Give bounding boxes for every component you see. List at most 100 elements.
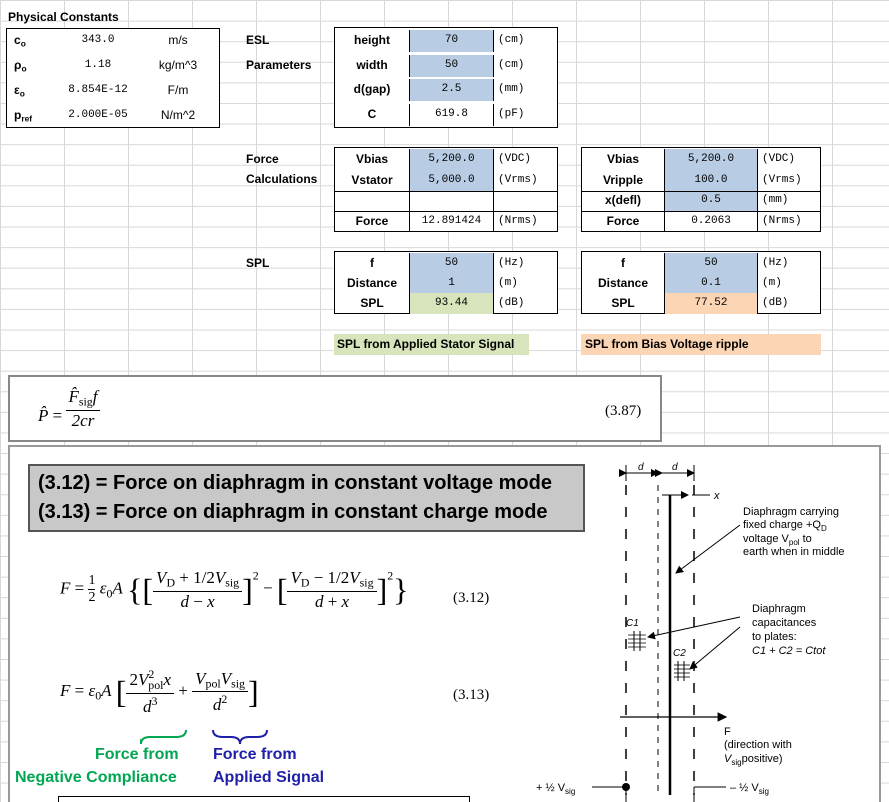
physical-symbol-1: ρo (14, 58, 27, 74)
force-right-value-3[interactable]: 0.2063 (664, 210, 758, 232)
spl-ripple-caption: SPL from Bias Voltage ripple (581, 334, 821, 355)
force-left-value-2[interactable] (409, 190, 494, 212)
vsig-minus: – ½ Vsig (730, 782, 769, 796)
spl-right-name-2: SPL (611, 296, 635, 310)
headline-line-1: (3.12) = Force on diaphragm in constant … (38, 472, 552, 494)
spl-left-name-0: f (370, 256, 374, 270)
force-right-value-2[interactable]: 0.5 (664, 190, 758, 212)
vsig-plus: + ½ Vsig (536, 782, 575, 796)
force-right-name-0: Vbias (606, 152, 639, 166)
physical-symbol-0: co (14, 33, 26, 49)
force-left-unit-1: (Vrms) (498, 173, 538, 186)
esl-unit-2: (mm) (498, 83, 525, 95)
equation-3-12-number: (3.12) (453, 590, 490, 606)
partial-box (58, 796, 470, 802)
capacitor-c2 (674, 661, 690, 681)
headline-line-2: (3.13) = Force on diaphragm in constant … (38, 501, 548, 523)
spl-right-value-2[interactable]: 77.52 (664, 293, 758, 314)
table-divider (334, 191, 558, 192)
force-right-unit-3: (Nrms) (762, 214, 802, 227)
capacitor-c1 (628, 631, 646, 651)
leader-c2 (689, 626, 741, 670)
spl-right-name-1: Distance (597, 276, 649, 290)
physical-unit-1: kg/m^3 (158, 58, 198, 72)
force-right-value-0[interactable]: 5,200.0 (664, 149, 758, 170)
esl-name-0: height (354, 33, 390, 47)
force-left-value-3[interactable]: 12.891424 (409, 210, 494, 232)
note-cap-2: capacitances (752, 617, 817, 629)
spl-left-unit-0: (Hz) (498, 257, 525, 269)
spl-right-unit-0: (Hz) (762, 257, 789, 269)
force-right-name-3: Force (606, 213, 640, 228)
spl-right-value-0[interactable]: 50 (664, 253, 758, 274)
spl-left-value-2[interactable]: 93.44 (409, 293, 494, 314)
equation-3-87-box: P̂ = F̂sigf 2cr (3.87) (8, 375, 662, 442)
table-divider (581, 191, 821, 192)
d-label-2: d (672, 462, 678, 473)
f-note-2: Vsigpositive) (724, 753, 783, 767)
force-left-name-1: Vstator (351, 172, 393, 187)
physical-value-3[interactable]: 2.000E-05 (68, 109, 128, 121)
spl-left-unit-1: (m) (498, 277, 518, 289)
esl-value-1[interactable]: 50 (409, 54, 494, 77)
spl-left-value-0[interactable]: 50 (409, 253, 494, 274)
force-left-unit-0: (VDC) (498, 153, 532, 165)
physical-constants-title: Physical Constants (8, 10, 119, 24)
table-divider (334, 211, 558, 212)
esl-unit-0: (cm) (498, 34, 525, 46)
equation-3-13-number: (3.13) (453, 687, 490, 703)
force-left-name-0: Vbias (355, 152, 388, 166)
physical-value-0[interactable]: 343.0 (81, 34, 115, 46)
f-label: F (724, 726, 731, 738)
leader-diaphragm (675, 524, 741, 574)
c1-label: C1 (626, 618, 639, 629)
green-annotation-line-2: Negative Compliance (15, 769, 177, 786)
equation-3-87: P̂ = F̂sigf 2cr (38, 387, 100, 430)
esl-value-0[interactable]: 70 (409, 30, 494, 52)
calculations-label: Calculations (246, 172, 318, 186)
force-right-value-1[interactable]: 100.0 (664, 169, 758, 191)
note-diaphragm-1: Diaphragm carrying (743, 506, 839, 518)
spl-left-name-1: Distance (346, 276, 398, 290)
spl-left-name-2: SPL (360, 296, 384, 310)
esl-name-1: width (356, 57, 388, 72)
blue-annotation-line-2: Applied Signal (213, 769, 325, 786)
esl-name-3: C (367, 106, 377, 121)
note-cap-3: to plates: (752, 631, 797, 643)
force-right-name-2: x(defl) (605, 193, 641, 208)
physical-value-1[interactable]: 1.18 (84, 59, 112, 71)
c2-label: C2 (673, 648, 686, 659)
diaphragm-diagram: d d x Diaphragm carrying fixed charge +Q… (536, 462, 845, 802)
note-diaphragm-2: fixed charge +QD (743, 519, 827, 533)
spl-right-name-0: f (621, 256, 625, 270)
parameters-label: Parameters (246, 58, 312, 72)
physical-symbol-3: pref (14, 108, 33, 124)
blue-annotation-line-1: Force from (213, 746, 297, 763)
physical-unit-2: F/m (167, 83, 189, 97)
spl-label: SPL (246, 256, 270, 270)
force-left-value-1[interactable]: 5,000.0 (409, 169, 494, 191)
spl-right-unit-2: (dB) (762, 297, 789, 309)
equation-3-87-number: (3.87) (605, 403, 642, 419)
physical-unit-3: N/m^2 (160, 108, 196, 122)
force-left-unit-3: (Nrms) (498, 214, 538, 227)
spl-right-value-1[interactable]: 0.1 (664, 273, 758, 294)
green-brace (140, 729, 187, 745)
esl-unit-1: (cm) (498, 58, 525, 71)
d-label-1: d (638, 462, 644, 473)
leader-c1 (647, 616, 741, 640)
blue-brace (212, 729, 268, 745)
physical-value-2[interactable]: 8.854E-12 (68, 84, 128, 96)
esl-label: ESL (246, 33, 270, 47)
physical-constants-table (6, 28, 220, 128)
annotation-braces (140, 729, 268, 745)
green-annotation-line-1: Force from (95, 746, 179, 763)
force-left-value-0[interactable]: 5,200.0 (409, 149, 494, 170)
spl-stator-caption: SPL from Applied Stator Signal (334, 334, 529, 355)
esl-value-2[interactable]: 2.5 (409, 79, 494, 101)
force-right-unit-1: (Vrms) (762, 173, 802, 186)
esl-value-3[interactable]: 619.8 (409, 103, 494, 126)
note-diaphragm-3: voltage Vpol to (743, 533, 812, 547)
spl-left-value-1[interactable]: 1 (409, 273, 494, 294)
